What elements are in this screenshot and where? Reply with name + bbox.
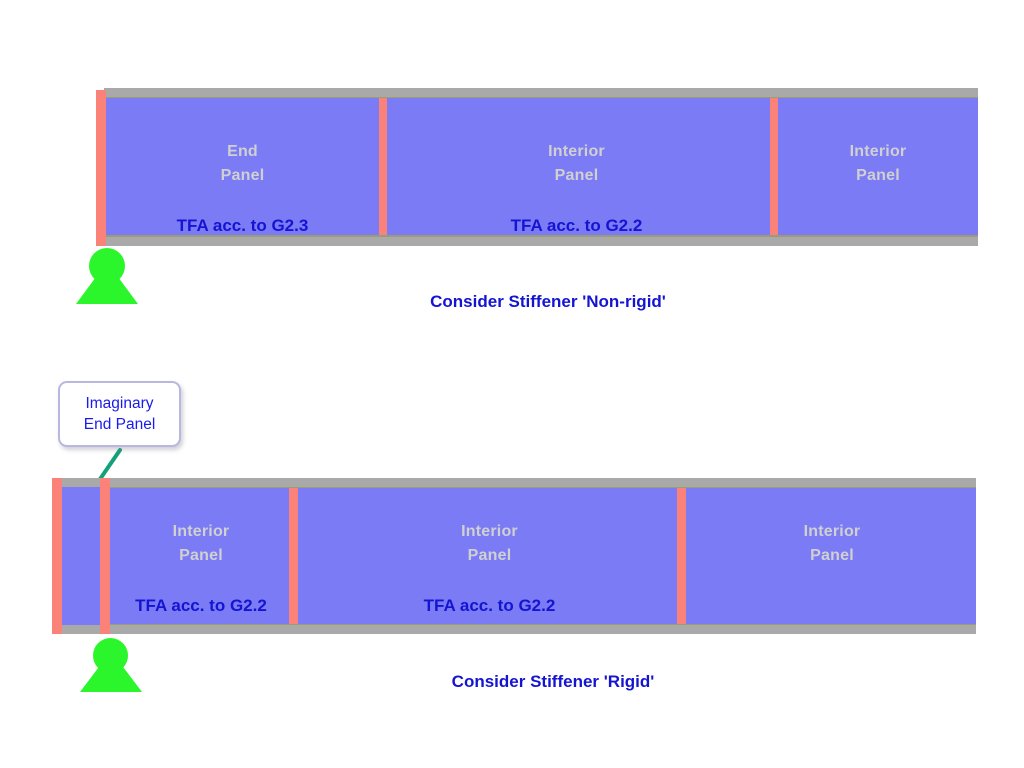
stiffener-support: [100, 478, 110, 634]
stiffener-1: [289, 488, 298, 624]
panel-interior-1: Interior Panel TFA acc. to G2.2: [387, 98, 766, 235]
caption-rigid: Consider Stiffener 'Rigid': [451, 672, 655, 691]
support-triangle: [76, 262, 138, 304]
panel-title: End Panel: [220, 143, 265, 184]
panel-title: Interior Panel: [803, 523, 861, 564]
bottom-flange: [104, 236, 978, 246]
stiffener-imaginary-left: [52, 478, 62, 634]
caption-non-rigid: Consider Stiffener 'Non-rigid': [430, 292, 666, 311]
panel-tfa-label: TFA acc. to G2.2: [510, 216, 643, 235]
beam-non-rigid: End Panel TFA acc. to G2.3 Interior Pane…: [96, 88, 978, 246]
panel-interior-3: Interior Panel: [688, 488, 976, 624]
bottom-flange-line: [104, 235, 978, 237]
imaginary-web-plate: [62, 487, 106, 625]
callout-label: Imaginary End Panel: [83, 395, 156, 433]
panel-tfa-label: TFA acc. to G2.2: [423, 596, 556, 615]
panel-end: End Panel TFA acc. to G2.3: [106, 98, 379, 235]
panel-title: Interior Panel: [172, 523, 230, 564]
panel-interior-2: Interior Panel TFA acc. to G2.2: [300, 488, 679, 624]
web-plate: [104, 98, 978, 235]
panel-title: Interior Panel: [849, 143, 907, 184]
panel-title: Interior Panel: [548, 143, 605, 184]
panel-interior-1: Interior Panel TFA acc. to G2.2: [110, 488, 292, 624]
stiffener-2: [770, 98, 778, 235]
top-flange: [104, 88, 978, 98]
callout-imaginary-end-panel[interactable]: Imaginary End Panel: [58, 381, 181, 447]
support-symbol-rigid: [80, 638, 142, 692]
imaginary-top-flange: [62, 478, 106, 487]
top-flange: [108, 478, 976, 488]
bottom-flange-line: [108, 623, 976, 625]
web-plate: [108, 488, 976, 624]
panel-tfa-label: TFA acc. to G2.3: [176, 216, 309, 235]
bottom-flange: [108, 624, 976, 634]
imaginary-bottom-flange: [62, 625, 106, 634]
panel-title: Interior Panel: [461, 523, 518, 564]
panel-interior-2: Interior Panel: [778, 98, 978, 235]
support-symbol-non-rigid: [76, 248, 138, 304]
stiffener-2: [677, 488, 686, 624]
panel-tfa-label: TFA acc. to G2.2: [135, 596, 267, 615]
support-triangle: [80, 651, 142, 692]
imaginary-end-panel-assembly: [52, 478, 114, 634]
beam-rigid: Interior Panel TFA acc. to G2.2 Interior…: [100, 478, 976, 634]
stiffener-support: [96, 90, 106, 246]
stiffener-1: [379, 98, 387, 235]
